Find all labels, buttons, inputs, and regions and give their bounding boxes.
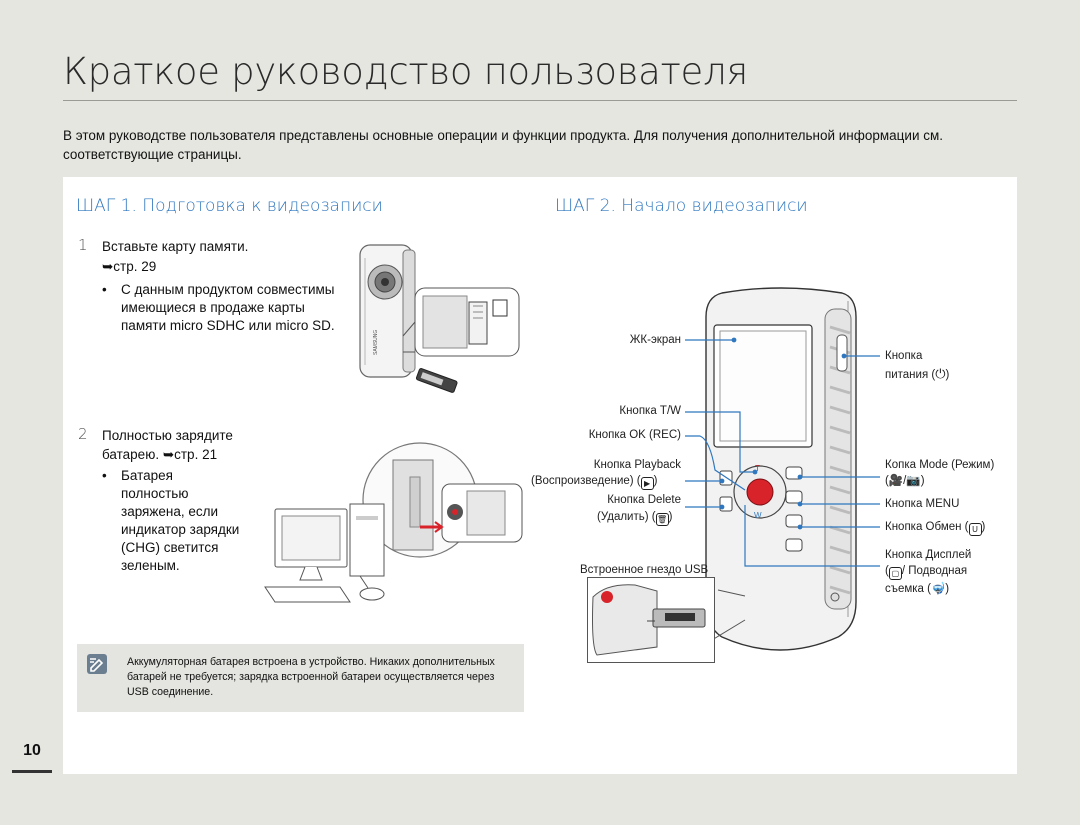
note-pencil-icon	[87, 654, 107, 674]
video-camera-icon: 🎥	[888, 475, 904, 487]
label-share-button: Кнопка Обмен (U)	[885, 521, 986, 536]
step1-heading: ШАГ 1. Подготовка к видеозаписи	[76, 196, 383, 216]
photo-camera-icon: 📷	[906, 475, 921, 487]
page-number: 10	[23, 742, 41, 759]
power-icon: ⏻	[935, 366, 946, 381]
label-power-button: Кнопка	[885, 350, 923, 362]
label-tw-button: Кнопка T/W	[619, 405, 681, 417]
label-playback-button-text: (Воспроизведение) (	[531, 475, 641, 487]
label-display-button-sub: (▢/ Подводная	[885, 564, 967, 580]
camcorder-card-illustration: SAMSUNG	[359, 244, 520, 393]
step1-item1-number: 1	[78, 236, 88, 254]
label-usb-port: Встроенное гнездо USB	[580, 564, 709, 576]
label-playback-button-sub: (Воспроизведение) (▶)	[531, 475, 658, 490]
label-delete-button: Кнопка Delete	[607, 494, 681, 506]
note-text: Аккумуляторная батарея встроена в устрой…	[127, 656, 495, 698]
step1-item1-text: Вставьте карту памяти.	[102, 239, 249, 254]
trash-icon: 🗑	[655, 513, 669, 526]
camcorder-diagram: T W	[705, 287, 857, 651]
label-power-button-sub: питания (⏻)	[885, 366, 950, 381]
bullet-dot: •	[102, 468, 107, 483]
bullet-dot: •	[102, 282, 107, 297]
label-playback-button: Кнопка Playback	[593, 459, 681, 471]
label-ok-rec-button: Кнопка OK (REC)	[588, 429, 681, 441]
label-underwater-sub: съемка (🤿)	[885, 583, 950, 595]
label-mode-button-text: (	[885, 475, 889, 487]
step2-heading: ШАГ 2. Начало видеозаписи	[555, 196, 808, 216]
label-power-button-text: питания (	[885, 369, 936, 381]
label-menu-button: Кнопка MENU	[885, 498, 960, 510]
step1-item2-number: 2	[78, 425, 88, 443]
device-brand-text: SAMSUNG	[373, 330, 379, 355]
step1-item2-bullet: Батарея полностью заряжена, если индикат…	[121, 468, 240, 573]
svg-text:W: W	[754, 511, 762, 520]
display-icon: ▢	[888, 567, 902, 580]
label-mode-button: Копка Mode (Режим)	[885, 459, 995, 471]
computer-charging-illustration	[264, 442, 523, 603]
play-icon: ▶	[640, 477, 654, 490]
intro-paragraph: В этом руководстве пользователя представ…	[63, 128, 944, 162]
label-display-button-text: (	[885, 565, 889, 577]
svg-text:T: T	[755, 464, 760, 473]
label-underwater-text-2: съемка (	[885, 583, 931, 595]
page-title: Краткое руководство пользователя	[63, 50, 748, 93]
step1-item1-page-ref: ➥стр. 29	[102, 259, 157, 274]
page-number-bar	[12, 770, 52, 773]
share-icon: U	[968, 523, 982, 536]
step1-item2-text: Полностью зарядите	[102, 428, 233, 443]
diving-mask-icon: 🤿	[930, 583, 946, 595]
label-delete-button-text: (Удалить) (	[597, 511, 656, 523]
title-divider	[63, 100, 1017, 101]
usb-inset-illustration	[587, 577, 715, 663]
note-box: Аккумуляторная батарея встроена в устрой…	[77, 644, 524, 712]
label-mode-button-sub: (🎥/📷)	[885, 475, 925, 487]
label-delete-button-sub: (Удалить) (🗑)	[597, 511, 673, 526]
label-underwater-text: / Подводная	[901, 565, 968, 577]
step1-item2-page-ref: батарею. ➥стр. 21	[102, 447, 218, 462]
label-display-button: Кнопка Дисплей	[885, 549, 972, 561]
step1-item1-bullet: С данным продуктом совместимы имеющиеся …	[121, 282, 335, 333]
label-share-button-text: Кнопка Обмен (	[885, 521, 969, 533]
label-lcd-screen: ЖК-экран	[629, 334, 681, 346]
